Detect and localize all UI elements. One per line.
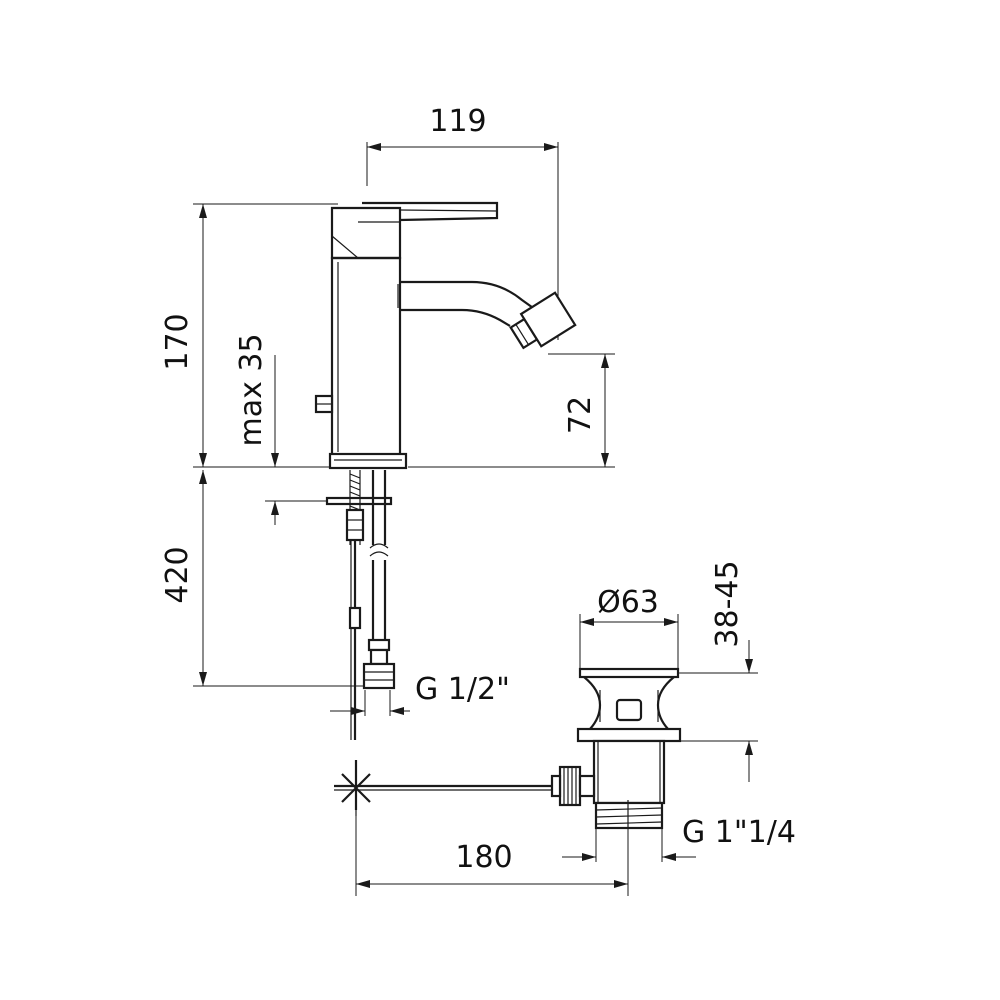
dim-119: 119 xyxy=(366,104,559,340)
waste-assembly xyxy=(334,667,682,830)
dim-max-35: max 35 xyxy=(234,333,348,525)
dim-420: 420 xyxy=(160,470,365,687)
label-max-35: max 35 xyxy=(234,333,269,446)
label-d63: Ø63 xyxy=(597,585,659,620)
label-420: 420 xyxy=(160,546,195,603)
dim-g114: G 1"1/4 xyxy=(562,800,796,862)
dim-g12: G 1/2" xyxy=(330,672,510,716)
label-g114: G 1"1/4 xyxy=(682,815,796,850)
label-g12: G 1/2" xyxy=(415,672,510,707)
label-170: 170 xyxy=(160,313,195,370)
label-72: 72 xyxy=(563,396,598,434)
label-38-45: 38-45 xyxy=(710,560,745,647)
dim-38-45: 38-45 xyxy=(668,560,758,782)
dim-d63: Ø63 xyxy=(579,585,679,668)
label-119: 119 xyxy=(429,104,486,139)
faucet-body xyxy=(314,201,577,470)
dim-180: 180 xyxy=(355,800,629,896)
dim-72: 72 xyxy=(408,353,615,468)
dim-170: 170 xyxy=(160,203,338,468)
mounting-hardware xyxy=(325,470,396,740)
label-180: 180 xyxy=(455,840,512,875)
